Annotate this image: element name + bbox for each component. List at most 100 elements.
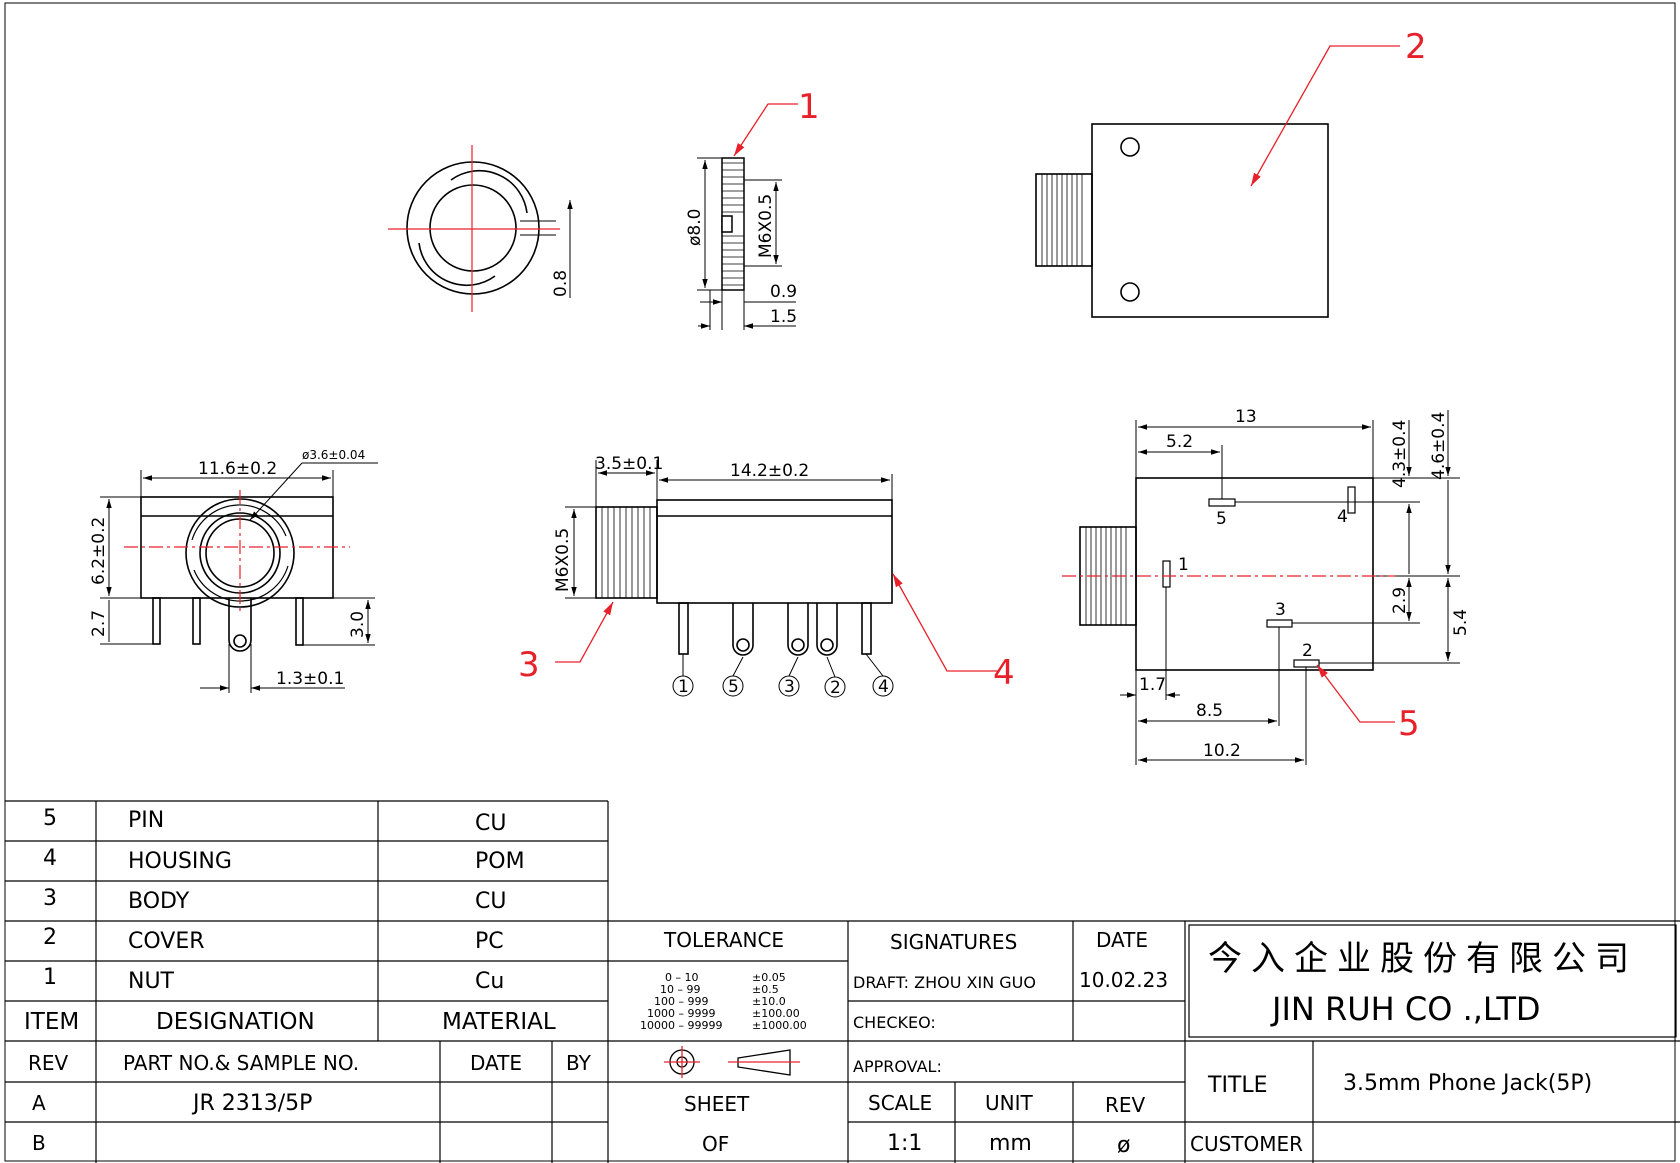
rev-row-a-part: JR 2313/5P [191, 1091, 312, 1116]
dim-top-v1: 2.9 [1390, 587, 1410, 614]
callout-leaders [555, 45, 1400, 723]
sheet-label: SHEET [684, 1092, 750, 1116]
callout-5: 5 [1398, 704, 1420, 744]
bom-row-2-item: 2 [43, 925, 57, 950]
customer-label: CUSTOMER [1190, 1132, 1303, 1156]
bom-row-4-item: 4 [43, 846, 57, 871]
dim-front-height: 6.2±0.2 [89, 517, 109, 585]
bom-header-item: ITEM [24, 1009, 79, 1035]
date-value: 10.02.23 [1079, 968, 1168, 992]
dim-top-pin5: 5.2 [1166, 432, 1193, 452]
scale-label: SCALE [868, 1091, 932, 1115]
callout-1: 1 [798, 87, 820, 127]
tol-value-2: ±10.0 [752, 995, 786, 1008]
dim-nut-thread: M6X0.5 [756, 194, 776, 258]
tol-value-4: ±1000.00 [752, 1019, 807, 1032]
bom-header-designation: DESIGNATION [156, 1009, 315, 1035]
title-block-grid [608, 920, 1680, 1163]
rev-row-b-rev: B [32, 1131, 46, 1155]
bom-row-2-material: PC [475, 929, 504, 954]
dim-side-body-len: 14.2±0.2 [730, 461, 809, 481]
dim-side-thread: M6X0.5 [553, 528, 573, 592]
unit-value: mm [989, 1131, 1032, 1156]
rev-value: ø [1117, 1133, 1130, 1158]
dim-top-total: 13 [1235, 407, 1257, 427]
dim-nut-total: 1.5 [770, 307, 797, 327]
bom-row-3-item: 3 [43, 886, 57, 911]
draft-signature: DRAFT: ZHOU XIN GUO [853, 973, 1036, 992]
callout-2: 2 [1405, 27, 1427, 67]
rev-header-part: PART NO.& SAMPLE NO. [123, 1051, 359, 1075]
dim-top-h2: 4.6±0.4 [1429, 412, 1449, 480]
tol-range-0: 0 – 10 [665, 971, 699, 984]
bom-row-3-designation: BODY [128, 889, 190, 914]
side-pin-label-1: 1 [678, 677, 689, 697]
dim-front-hole: ø3.6±0.04 [302, 448, 365, 462]
jack-side-view [565, 460, 894, 698]
dim-top-p1: 1.7 [1139, 675, 1166, 695]
side-pin-label-3: 3 [784, 677, 795, 697]
jack-pin-layout-view [1079, 410, 1460, 765]
top-pin-label-1: 1 [1178, 555, 1189, 575]
dim-nut-thk: 0.9 [770, 282, 797, 302]
bom-row-5-material: CU [475, 811, 506, 836]
dim-top-h1: 4.3±0.4 [1390, 420, 1410, 488]
bom-row-1-material: Cu [475, 969, 504, 994]
bom-row-5-designation: PIN [128, 808, 164, 833]
approval-signature: APPROVAL: [853, 1057, 942, 1076]
sheet-border [4, 2, 1676, 1162]
bom-row-4-designation: HOUSING [128, 849, 232, 874]
tol-range-3: 1000 – 9999 [647, 1007, 715, 1020]
checked-signature: CHECKEO: [853, 1013, 936, 1032]
dim-top-p2: 10.2 [1203, 741, 1241, 761]
side-pin-label-4: 4 [878, 677, 889, 697]
scale-value: 1:1 [887, 1131, 922, 1156]
company-name-cn: 今入企业股份有限公司 [1208, 939, 1638, 979]
rev-header-rev: REV [28, 1051, 69, 1075]
revision-table [5, 1041, 608, 1163]
dim-front-leg-right: 3.0 [348, 611, 368, 638]
top-pin-label-4: 4 [1337, 507, 1348, 527]
rev-row-a-rev: A [32, 1091, 46, 1115]
callout-4: 4 [993, 653, 1015, 693]
cover-top-view [1035, 123, 1329, 318]
dim-top-v2: 5.4 [1451, 609, 1471, 636]
dim-side-thread-len: 3.5±0.1 [595, 454, 663, 474]
dim-ring-gap: 0.8 [551, 270, 571, 297]
side-pin-label-5: 5 [728, 677, 739, 697]
bom-row-1-designation: NUT [128, 969, 175, 994]
bom-row-5-item: 5 [43, 806, 57, 831]
side-pin-label-2: 2 [830, 678, 841, 698]
dim-top-p3: 8.5 [1196, 701, 1223, 721]
rev-header-date: DATE [470, 1051, 522, 1075]
date-label: DATE [1096, 928, 1148, 952]
tol-range-4: 10000 – 99999 [640, 1019, 722, 1032]
bom-header-material: MATERIAL [442, 1009, 556, 1035]
title-value: 3.5mm Phone Jack(5P) [1343, 1071, 1592, 1096]
bom-row-1-item: 1 [43, 965, 57, 990]
tol-value-1: ±0.5 [752, 983, 779, 996]
top-pin-label-2: 2 [1302, 641, 1313, 661]
of-label: OF [702, 1132, 729, 1156]
tol-range-1: 10 – 99 [660, 983, 701, 996]
rev-label: REV [1105, 1093, 1146, 1117]
signatures-title: SIGNATURES [890, 930, 1017, 954]
dim-nut-dia: ø8.0 [685, 209, 705, 246]
title-label: TITLE [1207, 1073, 1268, 1098]
top-pin-label-5: 5 [1216, 509, 1227, 529]
tolerance-title: TOLERANCE [663, 928, 784, 952]
tol-range-2: 100 – 999 [654, 995, 708, 1008]
unit-label: UNIT [985, 1091, 1033, 1115]
nut-front-view [406, 161, 573, 298]
tol-value-3: ±100.00 [752, 1007, 800, 1020]
rev-header-by: BY [566, 1051, 592, 1075]
bom-row-2-designation: COVER [128, 929, 205, 954]
dim-front-pin-offset: 1.3±0.1 [276, 669, 344, 689]
callout-3: 3 [518, 645, 540, 685]
dim-front-leg-left: 2.7 [89, 610, 109, 637]
nut-side-view [697, 157, 796, 330]
dim-front-width: 11.6±0.2 [198, 459, 277, 479]
bom-row-4-material: POM [475, 849, 525, 874]
company-name-en: JIN RUH CO .,LTD [1270, 990, 1541, 1028]
